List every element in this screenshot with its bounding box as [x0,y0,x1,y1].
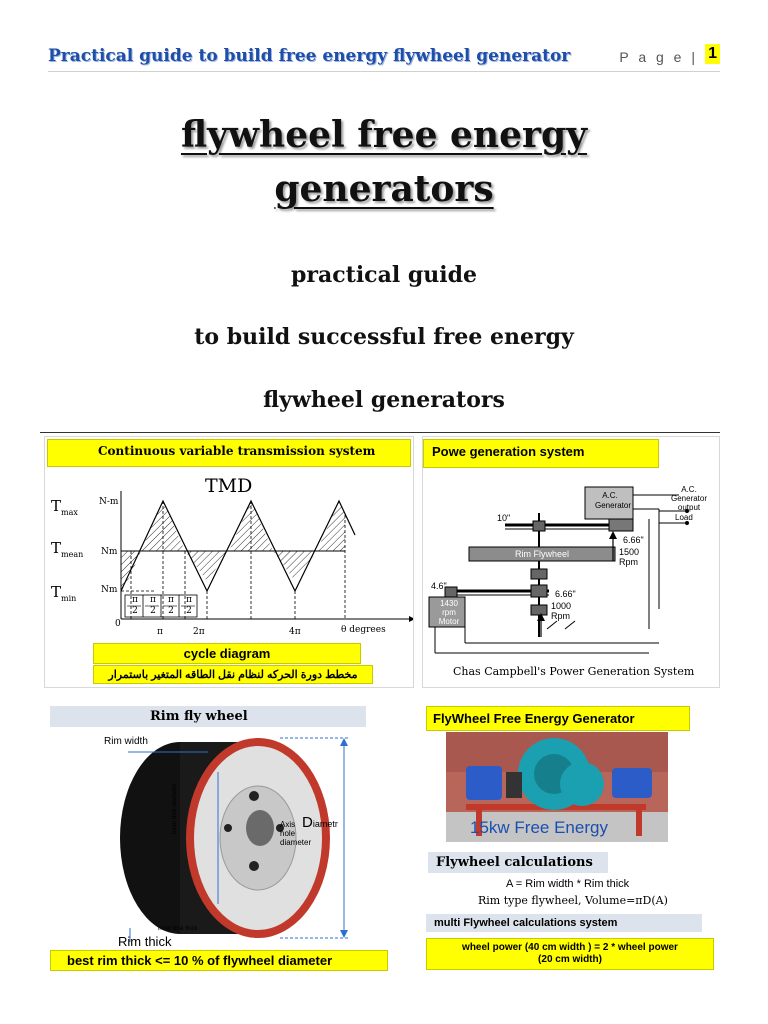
origin-label: 0 [115,619,121,629]
rim-width-label: Rim width [104,736,148,747]
rim-flywheel-header: Rim fly wheel [50,706,366,727]
four-pi-tick: 4π [289,627,301,637]
figure-flywheel-photo: FlyWheel Free Energy Generator 15kw Free… [426,704,716,844]
rim-thick-caption: best rim thick <= 10 % of flywheel diame… [50,950,388,971]
photo-caption: 15kw Free Energy [470,818,608,837]
torque-cycle-chart [120,491,413,622]
calc-line-1: A = Rim width * Rim thick [506,878,630,890]
header-title: Practical guide to build free energy fly… [48,46,571,66]
figure-cvt-header: Continuous variable transmission system [47,439,411,467]
divider [40,432,720,433]
inner-disk-thick-label: inner disk thick [158,926,198,932]
page-label: P a g e | [619,49,698,65]
generator-photo [446,732,668,842]
power-system-caption: Chas Campbell's Power Generation System [453,665,695,678]
six66-bottom-label: 6.66" [555,589,576,599]
figure-power-generation: Powe generation system [422,436,720,688]
pi-tick: π [157,627,163,637]
t-max-label: Tmax [51,497,78,517]
photo-header: FlyWheel Free Energy Generator [426,706,690,731]
nm-min-label: Nm [101,585,118,595]
diameter-label: Diametr [302,814,338,831]
figure-cvt-cycle-diagram: Continuous variable transmission system … [44,436,414,688]
multi-calc-header: multi Flywheel calculations system [426,914,702,932]
wheel-power-formula: wheel power (40 cm width ) = 2 * wheel p… [426,938,714,970]
calc-header: Flywheel calculations [428,852,608,873]
four6-label: 4.6" [431,581,447,591]
ten-inch-label: 10" [497,513,511,523]
main-title-line2: generators [274,168,494,210]
t-min-label: Tmin [51,583,77,603]
power-system-diagram [428,486,689,654]
main-title-line1: flywheel free energy [180,114,588,156]
six66-top-label: 6.66" [623,535,644,545]
degrees-label: θ degrees [341,625,386,635]
nm-max-label: N-m [99,497,119,507]
nm-mean-label: Nm [101,547,118,557]
calc-line-2: Rim type flywheel, Volume=πD(A) [478,894,668,907]
cycle-diagram-label: cycle diagram [93,643,361,664]
main-title: flywheel free energy generators [0,108,768,216]
subtitle-line1: practical guide [291,262,477,288]
subtitle-line2: to build successful free energy [194,324,574,350]
page-header: Practical guide to build free energy fly… [48,42,720,72]
rim-flywheel-drawing [120,737,348,942]
load-label: Load [675,513,693,522]
figure-power-header: Powe generation system [423,439,659,468]
rim-thick-label: Rim thick [118,934,172,949]
subtitle-line3: flywheel generators [263,387,505,413]
t-mean-label: Tmean [51,539,84,559]
tmd-label: TMD [205,475,253,497]
inner-disk-label: inner disk diameter [172,783,178,834]
rim-flywheel-label: Rim Flywheel [515,549,570,559]
figure-flywheel-calculations: Flywheel calculations A = Rim width * Ri… [422,850,720,974]
ac-generator-label: A.C.Generator [595,491,632,510]
page-number: 1 [705,44,720,64]
arabic-caption: مخطط دورة الحركه لنظام نقل الطاقه المتغي… [93,665,373,684]
two-pi-tick: 2π [193,627,205,637]
